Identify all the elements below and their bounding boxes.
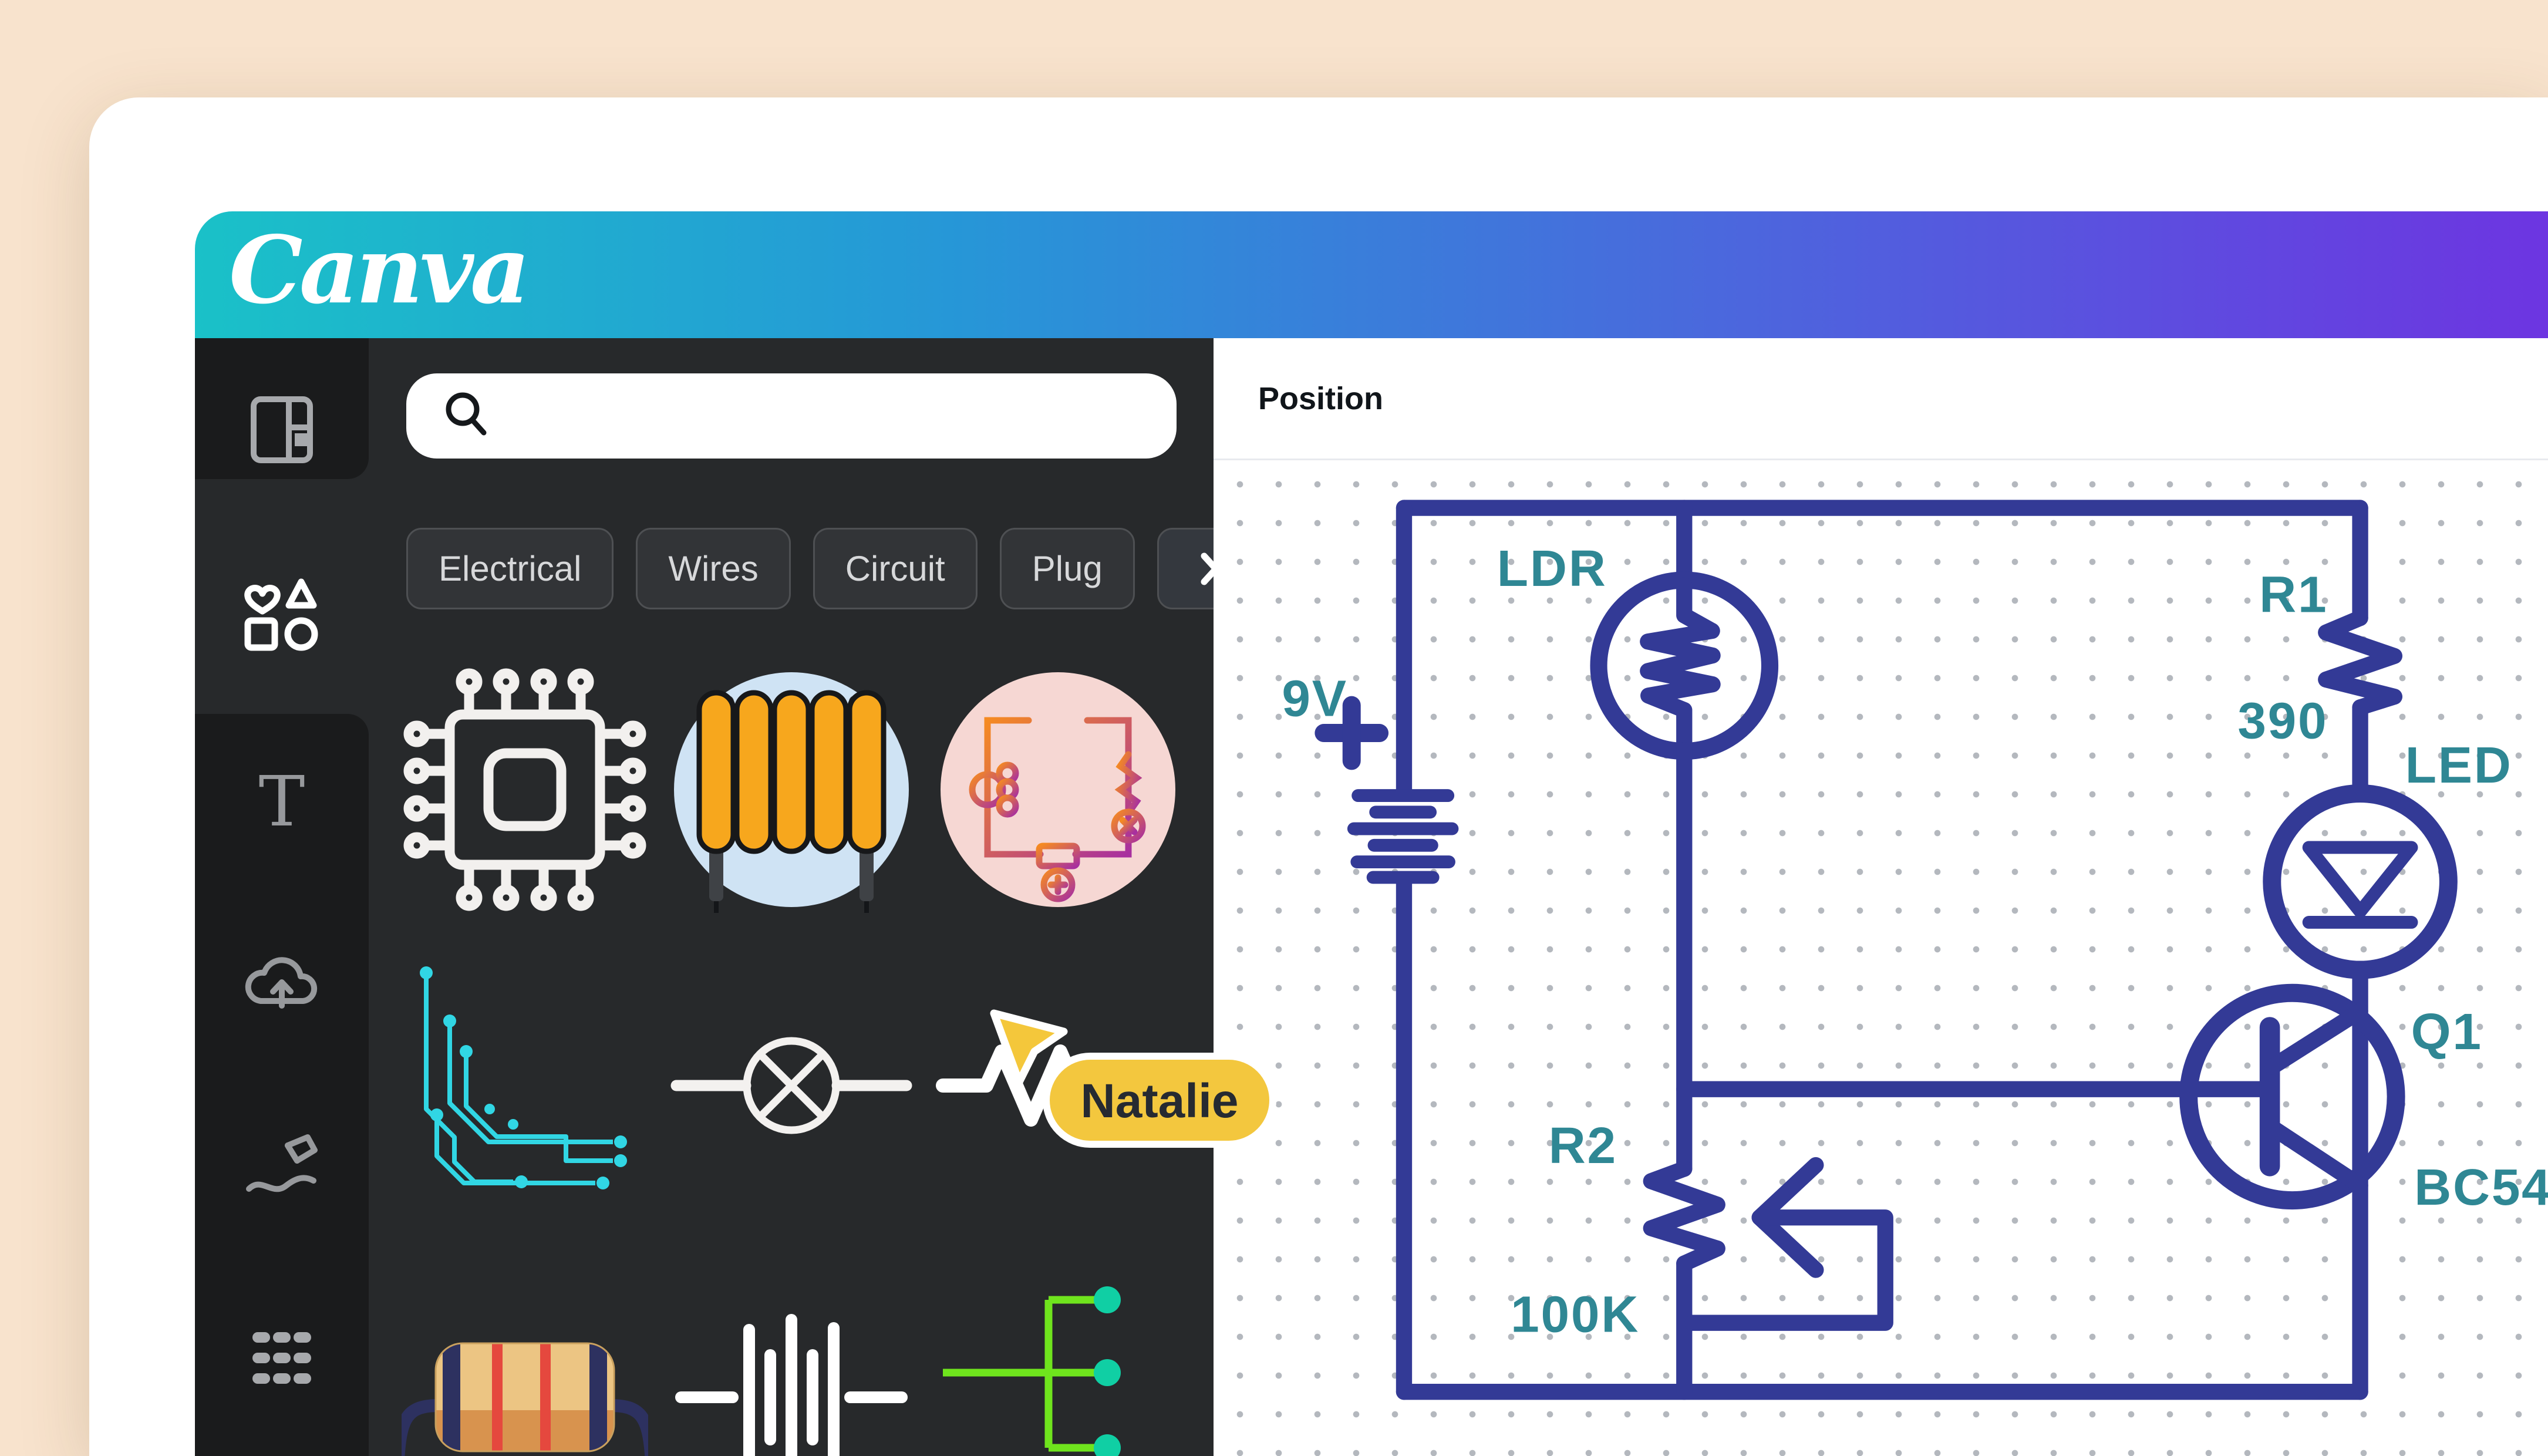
label-led[interactable]: LED xyxy=(2405,736,2513,794)
led-symbol[interactable] xyxy=(2263,784,2458,979)
chip-plug[interactable]: Plug xyxy=(999,528,1135,609)
canvas-dot-grid[interactable]: 9V LDR R1 390 LED Q1 BC54 R2 100K xyxy=(1214,460,2548,1456)
r1-resistor-symbol[interactable] xyxy=(2318,610,2403,716)
element-thumb-pcb-traces[interactable] xyxy=(402,962,648,1209)
search-input[interactable] xyxy=(511,373,1177,459)
sidebar-item-uploads[interactable] xyxy=(238,942,326,1030)
svg-text:T: T xyxy=(259,763,305,839)
sidebar-rail: T xyxy=(195,338,369,1456)
context-toolbar: Position xyxy=(1214,338,2548,460)
element-thumb-lamp[interactable] xyxy=(668,962,915,1209)
label-r2[interactable]: R2 xyxy=(1549,1117,1617,1174)
chips-scroll-right-button[interactable] xyxy=(1157,528,1214,609)
search-icon xyxy=(439,387,495,446)
elements-panel: Electrical Wires Circuit Plug xyxy=(369,338,1214,1456)
element-thumb-resistor-photo[interactable] xyxy=(402,1274,648,1456)
rail-divider-top xyxy=(195,338,369,479)
element-thumb-battery-symbol[interactable] xyxy=(668,1274,915,1456)
chip-electrical[interactable]: Electrical xyxy=(406,528,614,609)
app-window: Canva xyxy=(89,97,2548,1456)
sidebar-item-apps[interactable] xyxy=(238,1315,326,1403)
sidebar-item-text[interactable]: T xyxy=(238,757,326,845)
filter-chips: Electrical Wires Circuit Plug xyxy=(406,528,1214,609)
chip-wires[interactable]: Wires xyxy=(636,528,791,609)
element-thumb-inductor[interactable] xyxy=(668,666,915,913)
transistor-symbol[interactable] xyxy=(2179,983,2405,1210)
apps-icon xyxy=(241,1317,323,1401)
element-thumb-resistor-symbol[interactable] xyxy=(935,962,1181,1209)
circuit-diagram: 9V LDR R1 390 LED Q1 BC54 R2 100K xyxy=(1282,500,2548,1400)
design-icon xyxy=(244,392,320,470)
search-bar xyxy=(406,373,1177,459)
element-thumb-microchip[interactable] xyxy=(402,666,648,913)
battery-plus-icon xyxy=(1315,696,1389,770)
label-r1[interactable]: R1 xyxy=(2259,566,2328,623)
element-thumb-circuit-loop[interactable] xyxy=(935,666,1181,913)
sidebar-item-elements[interactable] xyxy=(238,570,326,658)
header-bar: Canva xyxy=(195,211,2548,338)
label-9v[interactable]: 9V xyxy=(1282,669,1347,727)
label-r2-value[interactable]: 100K xyxy=(1511,1286,1640,1343)
uploads-icon xyxy=(241,945,323,1029)
design-canvas-area: Position xyxy=(1214,338,2548,1456)
chip-circuit[interactable]: Circuit xyxy=(813,528,978,609)
label-q1-part[interactable]: BC54 xyxy=(2414,1158,2548,1216)
r2-potentiometer-symbol[interactable] xyxy=(1643,1157,1893,1400)
text-icon: T xyxy=(244,761,320,842)
elements-icon xyxy=(241,572,323,656)
sidebar-item-draw[interactable] xyxy=(238,1129,326,1217)
position-button[interactable]: Position xyxy=(1255,338,1387,459)
draw-icon xyxy=(241,1131,323,1215)
sidebar-item-design[interactable] xyxy=(238,386,326,474)
chevron-right-icon xyxy=(1201,552,1214,585)
label-q1[interactable]: Q1 xyxy=(2411,1003,2483,1060)
ldr-symbol[interactable] xyxy=(1590,500,1779,1177)
battery-symbol[interactable] xyxy=(1315,696,1459,884)
canva-logo: Canva xyxy=(229,216,530,325)
label-ldr[interactable]: LDR xyxy=(1497,540,1607,597)
label-r1-value[interactable]: 390 xyxy=(2237,692,2328,750)
diagram-labels: 9V LDR R1 390 LED Q1 BC54 R2 100K xyxy=(1282,540,2548,1343)
element-thumb-wire-connector[interactable] xyxy=(935,1274,1181,1456)
